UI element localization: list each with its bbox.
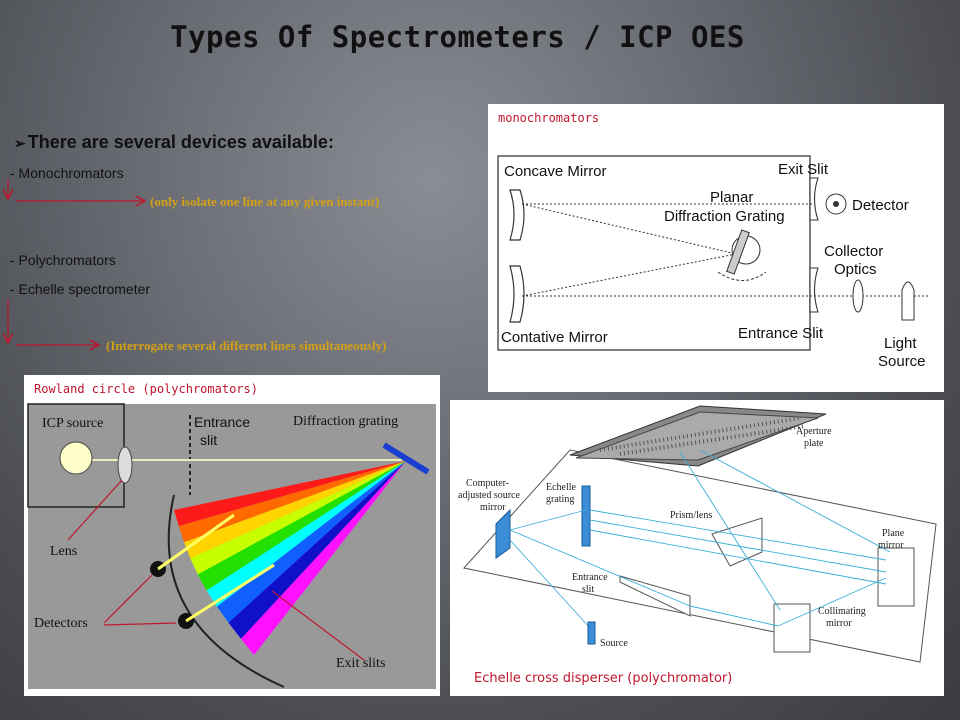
contative-mirror-label: Contative Mirror: [501, 329, 608, 346]
entrance-slit-label-1: Entrance: [572, 572, 608, 583]
monochromator-diagram: Concave Mirror Contative Mirror Exit Sli…: [497, 155, 928, 370]
concave-mirror-label: Concave Mirror: [504, 163, 607, 180]
exit-slits-pointer: [271, 590, 365, 661]
collector-optics-shape: [852, 279, 864, 313]
computer-label-3: mirror: [480, 502, 506, 513]
exit-slits-label: Exit slits: [336, 656, 385, 671]
detectors-pointer-1: [103, 574, 153, 624]
collimating-mirror-shape: [773, 603, 811, 653]
echelle-base: [463, 449, 937, 663]
plane-mirror-label-2: mirror: [878, 540, 904, 551]
echelle-grating-shape: [581, 485, 591, 547]
intro-arrows: [0, 180, 480, 370]
light-rays: [509, 449, 891, 629]
slide-title: Types Of Spectrometers / ICP OES: [170, 20, 745, 54]
spectrum-band-1: [178, 461, 406, 543]
spectrum-band-2: [184, 461, 406, 559]
computer-label-1: Computer-: [466, 478, 509, 489]
rowland-diagram: ICP source Entrance slit Diffraction gra…: [27, 403, 436, 689]
exit-slit-shape: [809, 177, 819, 221]
prism-lens-label: Prism/lens: [670, 510, 712, 521]
contative-mirror-shape: [509, 265, 525, 323]
echelle-item: - Echelle spectrometer: [10, 281, 151, 297]
echelle-label: Echelle cross disperser (polychromator): [474, 671, 733, 686]
diffraction-grating-label: Diffraction grating: [293, 414, 398, 429]
aperture-label-1: Aperture: [796, 426, 832, 437]
source-label: Source: [878, 353, 926, 370]
rowland-arc: [167, 494, 285, 688]
polychromators-note: (Interrogate several different lines sim…: [106, 338, 387, 353]
spectrum-band-4: [197, 461, 406, 591]
spectrum-band-8: [241, 461, 406, 655]
rowland-panel: Rowland circle (polychromators) ICP sour…: [24, 375, 440, 696]
echelle-grating-label-1: Echelle: [546, 482, 577, 493]
planar-label: Planar: [710, 189, 753, 206]
entrance-slit-shape: [809, 267, 819, 313]
echelle-panel: Aperture plate Computer- adjusted source…: [450, 400, 944, 696]
spectrum-fan: [174, 461, 406, 655]
entrance-slit-shape: [619, 575, 691, 617]
source-label: Source: [600, 638, 628, 649]
monochromator-label: monochromators: [498, 111, 600, 125]
computer-label-2: adjusted source: [458, 490, 520, 501]
polychromators-item: - Polychromators: [10, 252, 116, 268]
devices-heading: ➢There are several devices available:: [14, 132, 334, 153]
detectors-pointer-2: [103, 622, 177, 626]
grating-rotation-arc: [717, 271, 767, 281]
icp-source-shape: [59, 441, 93, 475]
lens-shape: [117, 446, 133, 484]
source-mirror-shape: [495, 508, 511, 559]
optics-label: Optics: [834, 261, 877, 278]
monochromators-item: - Monochromators: [10, 165, 124, 181]
collector-label: Collector: [824, 243, 883, 260]
entrance-slit-label: Entrance Slit: [738, 325, 824, 342]
ray-diag-1: [521, 203, 737, 255]
monochromators-note: (only isolate one line at any given inst…: [150, 194, 380, 209]
spectrum-band-7: [228, 461, 406, 639]
monochromator-panel: monochromators Concave Mirror Contative …: [488, 104, 944, 392]
collimating-label-2: mirror: [826, 618, 852, 629]
source-lamp-shape: [587, 621, 596, 645]
concave-mirror-shape: [509, 189, 525, 241]
rowland-label: Rowland circle (polychromators): [34, 382, 258, 396]
lens-pointer: [67, 479, 123, 541]
echelle-diagram: Aperture plate Computer- adjusted source…: [458, 405, 937, 663]
entrance-label: Entrance: [194, 414, 250, 430]
aperture-label-2: plate: [804, 438, 824, 449]
exit-slit-label: Exit Slit: [778, 161, 829, 178]
plane-mirror-label-1: Plane: [882, 528, 905, 539]
light-source-shape: [901, 281, 915, 321]
echelle-grating-label-2: grating: [546, 494, 574, 505]
entrance-slit-label-2: slit: [582, 584, 594, 595]
detector-label: Detector: [852, 197, 909, 214]
grating-element: [726, 229, 750, 275]
spectrum-band-0: [174, 461, 406, 527]
heading-text: There are several devices available:: [27, 132, 334, 152]
mono-housing: [497, 155, 811, 351]
diffraction-grating-label: Diffraction Grating: [664, 208, 785, 225]
spectrum-band-5: [206, 461, 406, 607]
light-label: Light: [884, 335, 917, 352]
slit-label: slit: [200, 432, 217, 448]
grating-bar: [382, 442, 430, 475]
plane-mirror-shape: [877, 547, 915, 607]
spectrum-band-3: [190, 461, 406, 575]
collimating-label-1: Collimating: [818, 606, 866, 617]
ray-diag-2: [521, 253, 737, 297]
lens-label: Lens: [50, 544, 77, 559]
bullet-arrow-icon: ➢: [14, 135, 26, 151]
icp-source-label: ICP source: [42, 416, 103, 431]
spectrum-band-6: [216, 461, 406, 623]
detectors-label: Detectors: [34, 616, 88, 631]
